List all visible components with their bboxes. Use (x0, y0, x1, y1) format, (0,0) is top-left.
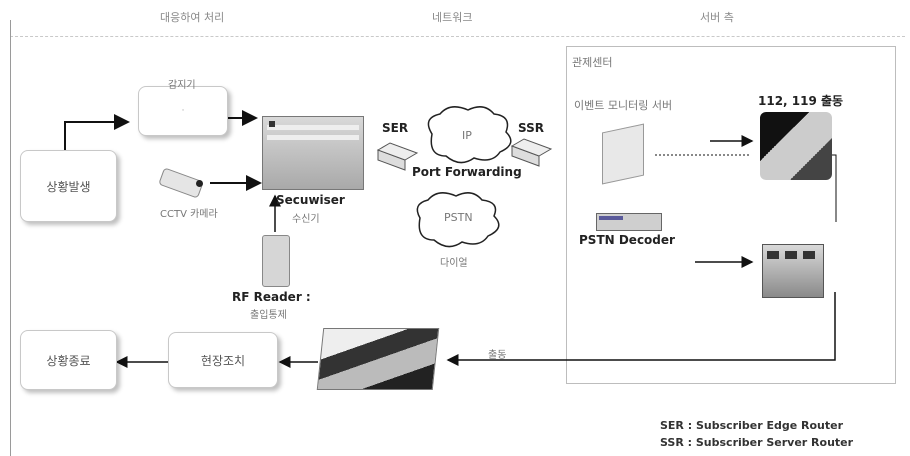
sensor-label: 감지기 (168, 76, 196, 91)
confirm-box: 현장조치 (168, 332, 278, 388)
pstn-decoder-label: PSTN Decoder (579, 233, 675, 247)
rf-reader-icon (262, 235, 290, 287)
ssr-label: SSR (518, 121, 544, 135)
server-icon (602, 124, 644, 185)
incident-box: 상황발생 (20, 150, 117, 222)
monitoring-screen-icon (762, 244, 824, 298)
sensor-box: · (138, 86, 228, 136)
ip-cloud-label: IP (462, 129, 472, 142)
dispatch-photo-icon (317, 328, 440, 390)
pstn-decoder-device-icon (596, 213, 662, 231)
secuwiser-device-icon (262, 116, 364, 190)
ssr-router-icon (512, 139, 551, 166)
end-box: 상황종료 (20, 330, 117, 390)
rf-reader-sub: 출입통제 (250, 306, 287, 321)
rf-reader-label: RF Reader : (232, 290, 311, 304)
server-caption: 이벤트 모니터링 서버 (574, 97, 672, 113)
secuwiser-label: Secuwiser (276, 193, 345, 207)
secuwiser-sub: 수신기 (292, 210, 320, 225)
port-forwarding-label: Port Forwarding (412, 165, 522, 179)
pstn-cloud-label: PSTN (444, 211, 473, 224)
legend-ser: SER : Subscriber Edge Router (660, 419, 843, 432)
emergency-responder-icon (760, 112, 832, 180)
pstn-sub-label: 다이얼 (440, 254, 468, 269)
emergency-label: 112, 119 출동 (758, 92, 843, 109)
dispatch-label: 출동 (488, 346, 506, 361)
ser-label: SER (382, 121, 408, 135)
camera-label: CCTV 카메라 (160, 205, 218, 220)
camera-lens-icon (196, 180, 203, 187)
legend-ssr: SSR : Subscriber Server Router (660, 436, 853, 449)
